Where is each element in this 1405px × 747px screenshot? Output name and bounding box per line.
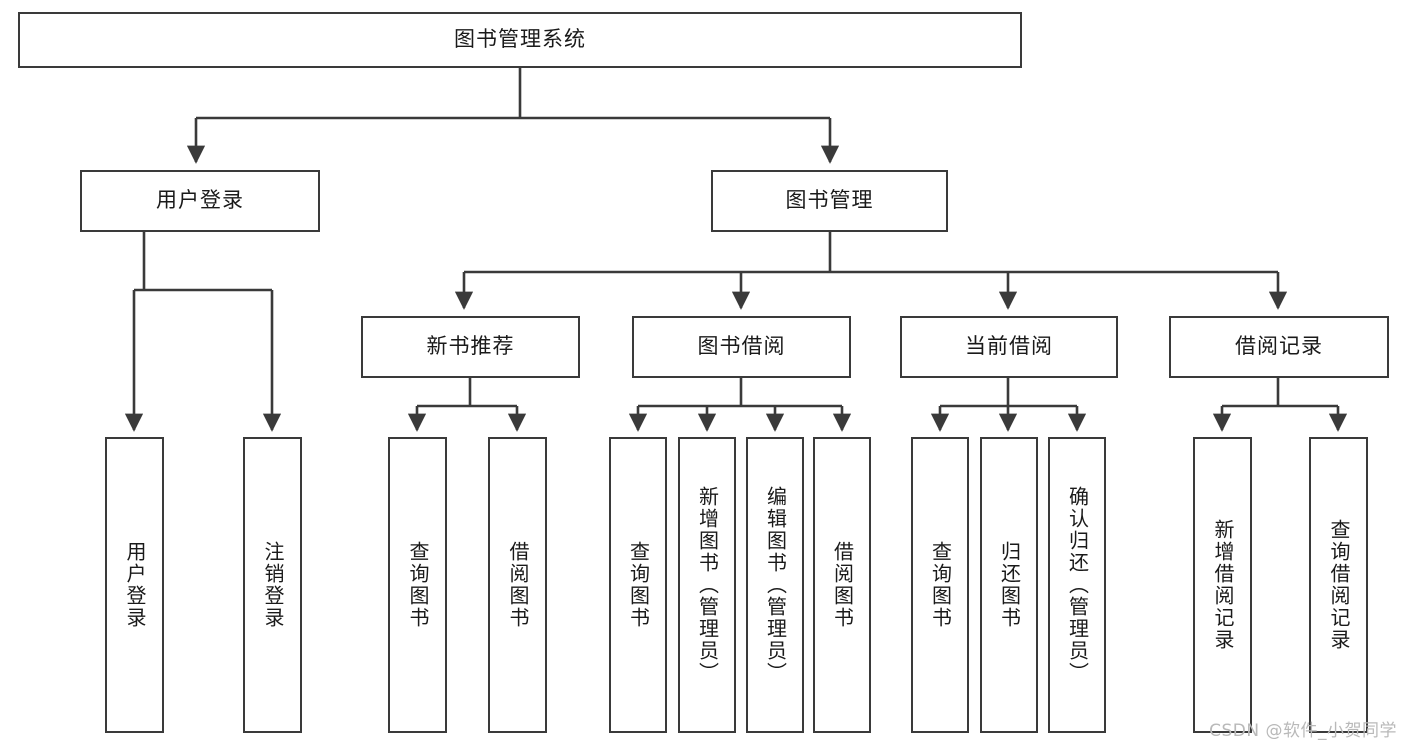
- node-label: 归还图书: [997, 541, 1022, 629]
- node-label: 新增借阅记录: [1211, 519, 1235, 651]
- leaf-new-book-query-book[interactable]: 查询图书: [388, 437, 447, 733]
- leaf-records-query-record[interactable]: 查询借阅记录: [1309, 437, 1368, 733]
- node-label: 借阅记录: [1235, 334, 1323, 359]
- node-root-book-management-system[interactable]: 图书管理系统: [18, 12, 1022, 68]
- node-label: 查询图书: [406, 541, 430, 629]
- node-label: 新增图书（管理员）: [695, 486, 720, 684]
- node-label: 用户登录: [156, 188, 244, 213]
- node-label: 借阅图书: [830, 541, 855, 629]
- node-label: 借阅图书: [506, 541, 530, 629]
- node-label: 查询图书: [928, 541, 953, 629]
- leaf-current-return-book[interactable]: 归还图书: [980, 437, 1038, 733]
- node-user-login[interactable]: 用户登录: [80, 170, 320, 232]
- node-label: 当前借阅: [965, 334, 1053, 359]
- node-label: 图书管理系统: [454, 27, 586, 52]
- node-book-management[interactable]: 图书管理: [711, 170, 948, 232]
- leaf-records-add-record[interactable]: 新增借阅记录: [1193, 437, 1252, 733]
- leaf-user-login-login[interactable]: 用户登录: [105, 437, 164, 733]
- node-label: 新书推荐: [426, 334, 515, 359]
- node-label: 编辑图书（管理员）: [763, 486, 788, 684]
- node-label: 用户登录: [123, 541, 147, 629]
- leaf-new-book-borrow-book[interactable]: 借阅图书: [488, 437, 547, 733]
- leaf-user-login-logout[interactable]: 注销登录: [243, 437, 302, 733]
- leaf-borrow-borrow-book[interactable]: 借阅图书: [813, 437, 871, 733]
- node-label: 确认归还（管理员）: [1065, 486, 1090, 684]
- node-label: 图书管理: [785, 188, 874, 213]
- node-label: 查询图书: [626, 541, 651, 629]
- node-new-book-recommend[interactable]: 新书推荐: [361, 316, 580, 378]
- node-label: 查询借阅记录: [1327, 519, 1351, 651]
- node-current-borrow[interactable]: 当前借阅: [900, 316, 1118, 378]
- leaf-borrow-edit-book-admin[interactable]: 编辑图书（管理员）: [746, 437, 804, 733]
- leaf-borrow-query-book[interactable]: 查询图书: [609, 437, 667, 733]
- leaf-borrow-add-book-admin[interactable]: 新增图书（管理员）: [678, 437, 736, 733]
- leaf-current-confirm-return-admin[interactable]: 确认归还（管理员）: [1048, 437, 1106, 733]
- leaf-current-query-book[interactable]: 查询图书: [911, 437, 969, 733]
- node-label: 注销登录: [261, 541, 285, 629]
- node-borrow-records[interactable]: 借阅记录: [1169, 316, 1389, 378]
- node-label: 图书借阅: [697, 334, 786, 359]
- watermark: CSDN @软件_小贺同学: [1209, 721, 1397, 741]
- node-book-borrow[interactable]: 图书借阅: [632, 316, 851, 378]
